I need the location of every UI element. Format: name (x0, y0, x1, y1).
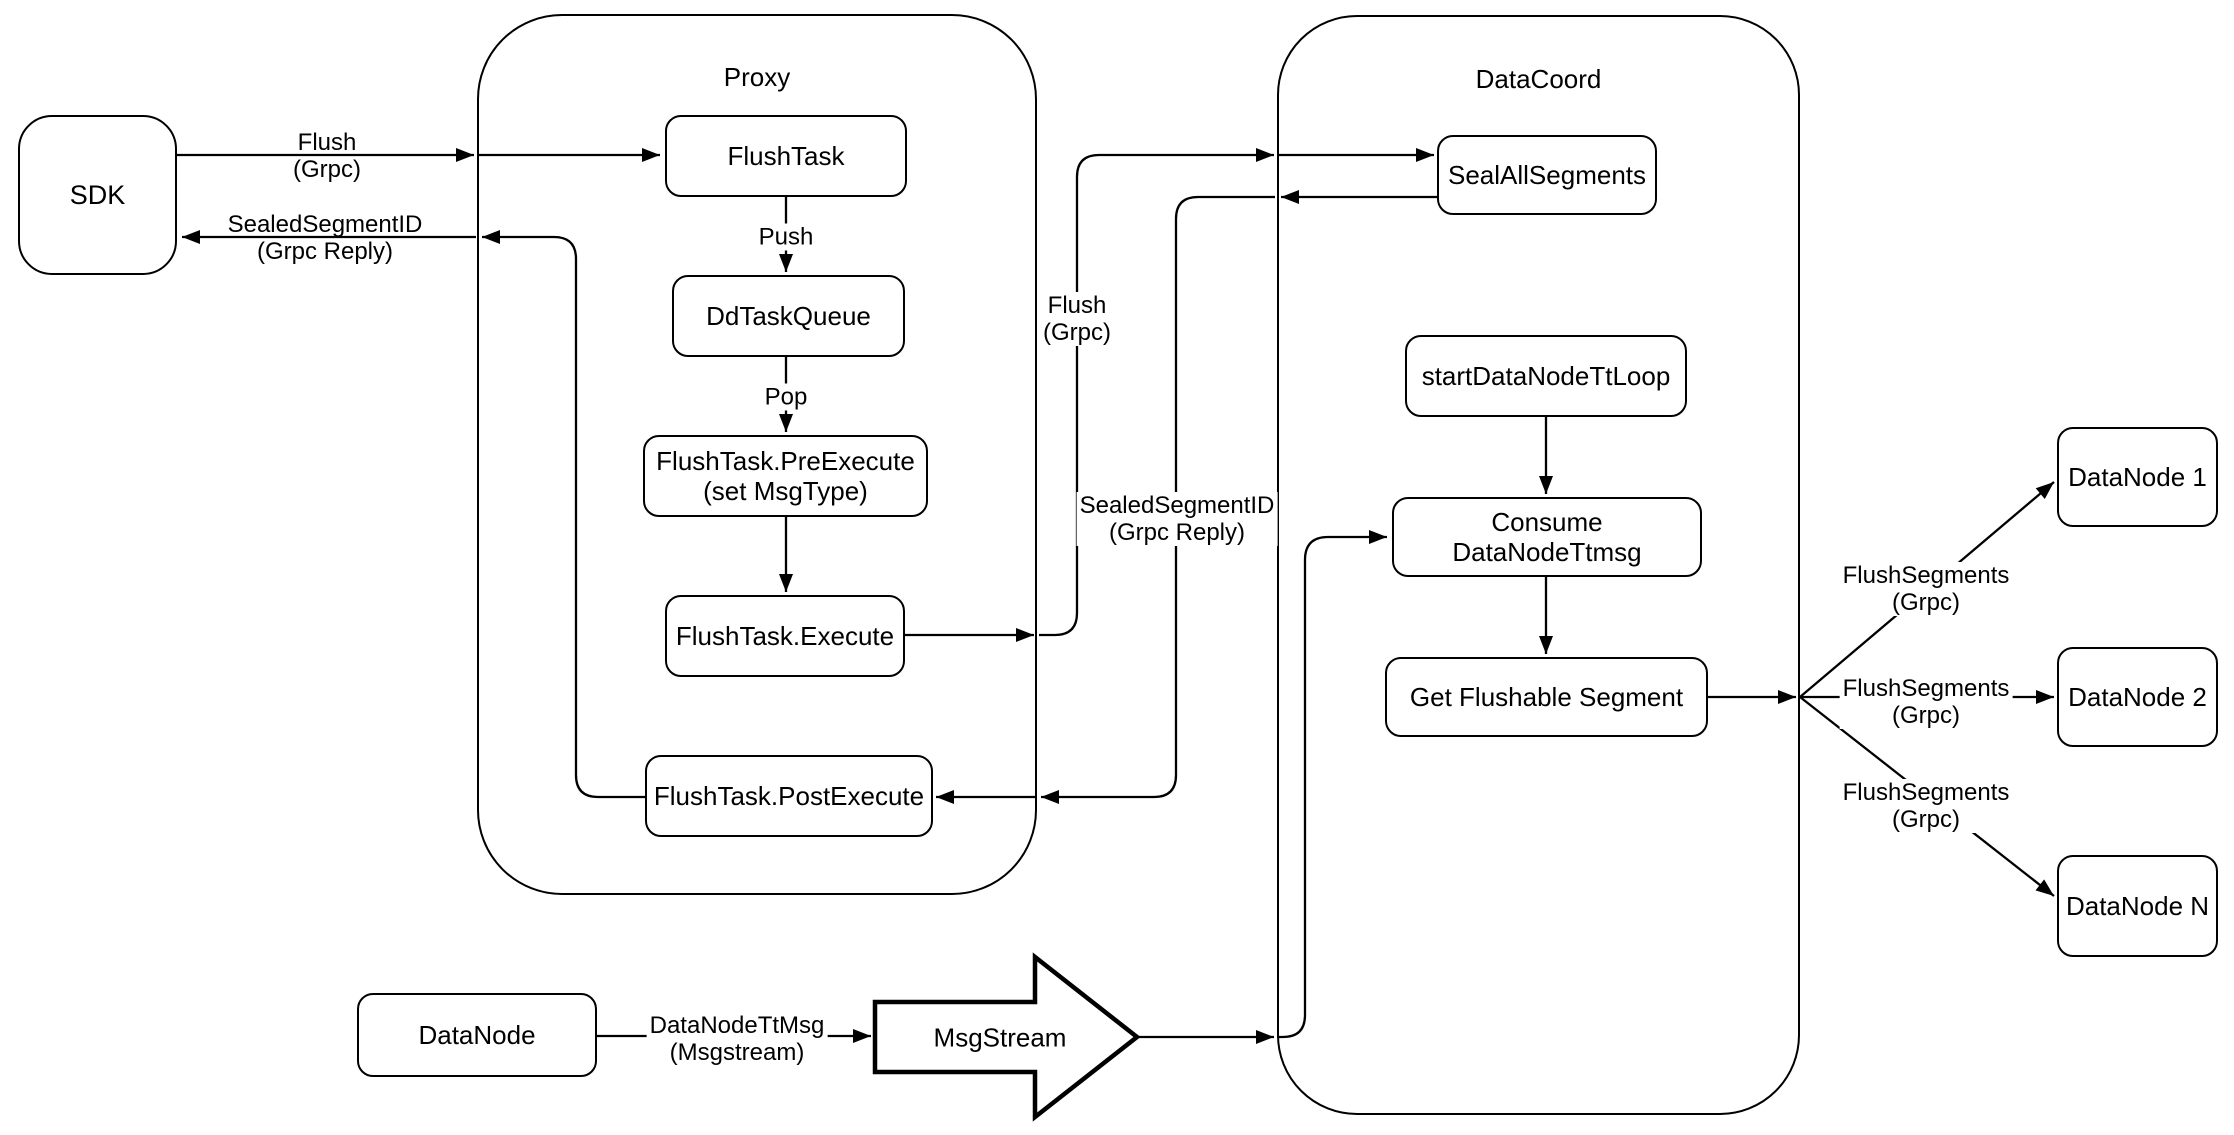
node-start-datanode-tt-loop: startDataNodeTtLoop (1405, 335, 1687, 417)
edge-msgstream-consume-b (1277, 530, 1387, 1039)
node-seal-all-segments: SealAllSegments (1437, 135, 1657, 215)
edge-label-line: (Grpc Reply) (256, 238, 394, 265)
edge-label-line: SealedSegmentID (227, 211, 423, 238)
datacoord-container (1277, 15, 1800, 1115)
edge-label-sealed-segment-id-mid: SealedSegmentID (Grpc Reply) (1076, 492, 1278, 546)
edge-label-line: SealedSegmentID (1079, 492, 1275, 519)
edge-label-line: FlushSegments (1842, 779, 2010, 806)
edge-label-flush-segments-1: FlushSegments (Grpc) (1839, 562, 2013, 616)
edge-label-line: Flush (1047, 292, 1107, 319)
node-datanode-bottom: DataNode (357, 993, 597, 1077)
edge-label-line: (Msgstream) (669, 1039, 805, 1066)
edge-label-line: FlushSegments (1842, 562, 2010, 589)
edge-label-line: (Grpc) (293, 156, 361, 183)
node-sdk: SDK (18, 115, 177, 275)
pre-execute-line1: FlushTask.PreExecute (656, 446, 915, 476)
node-flush-task-execute: FlushTask.Execute (665, 595, 905, 677)
edge-label-line: (Grpc Reply) (1108, 519, 1246, 546)
edge-label-line: Flush (297, 129, 357, 156)
proxy-container-title: Proxy (723, 62, 791, 92)
edge-label-line: (Grpc) (1892, 702, 1960, 729)
node-datanode-2: DataNode 2 (2057, 647, 2218, 747)
edge-label-line: FlushSegments (1842, 675, 2010, 702)
pre-execute-line2: (set MsgType) (703, 476, 868, 506)
edge-label-line: DataNodeTtMsg (649, 1012, 825, 1039)
msgstream-arrow-shape (872, 952, 1141, 1122)
node-datanode-n: DataNode N (2057, 855, 2218, 957)
edge-label-datanode-ttmsg: DataNodeTtMsg (Msgstream) (646, 1012, 828, 1066)
node-datanode-1: DataNode 1 (2057, 427, 2218, 527)
edge-label-push: Push (755, 223, 817, 251)
node-consume-datanode-ttmsg: Consume DataNodeTtmsg (1392, 497, 1702, 577)
node-dd-task-queue: DdTaskQueue (672, 275, 905, 357)
datacoord-container-title: DataCoord (1475, 64, 1602, 94)
node-flush-task-post-execute: FlushTask.PostExecute (645, 755, 933, 837)
edge-label-flush-segments-3: FlushSegments (Grpc) (1839, 779, 2013, 833)
msgstream-label: MsgStream (933, 1022, 1067, 1053)
edge-postexec-sdk-a (482, 230, 645, 799)
edge-label-flush-segments-2: FlushSegments (Grpc) (1839, 675, 2013, 729)
proxy-container (477, 14, 1037, 895)
edge-label-line: (Grpc) (1892, 806, 1960, 833)
edge-label-line: (Grpc) (1043, 319, 1111, 346)
node-flush-task-pre-execute: FlushTask.PreExecute (set MsgType) (643, 435, 928, 517)
edge-label-pop: Pop (761, 383, 811, 411)
node-flush-task: FlushTask (665, 115, 907, 197)
node-get-flushable-segment: Get Flushable Segment (1385, 657, 1708, 737)
edge-label-flush-grpc-mid: Flush (Grpc) (1040, 292, 1114, 346)
edge-label-flush-grpc-sdk: Flush (Grpc) (293, 129, 361, 183)
edge-label-sealed-segment-id-sdk: SealedSegmentID (Grpc Reply) (228, 211, 423, 265)
edge-execute-seal-b (1039, 148, 1274, 637)
edge-label-line: (Grpc) (1892, 589, 1960, 616)
